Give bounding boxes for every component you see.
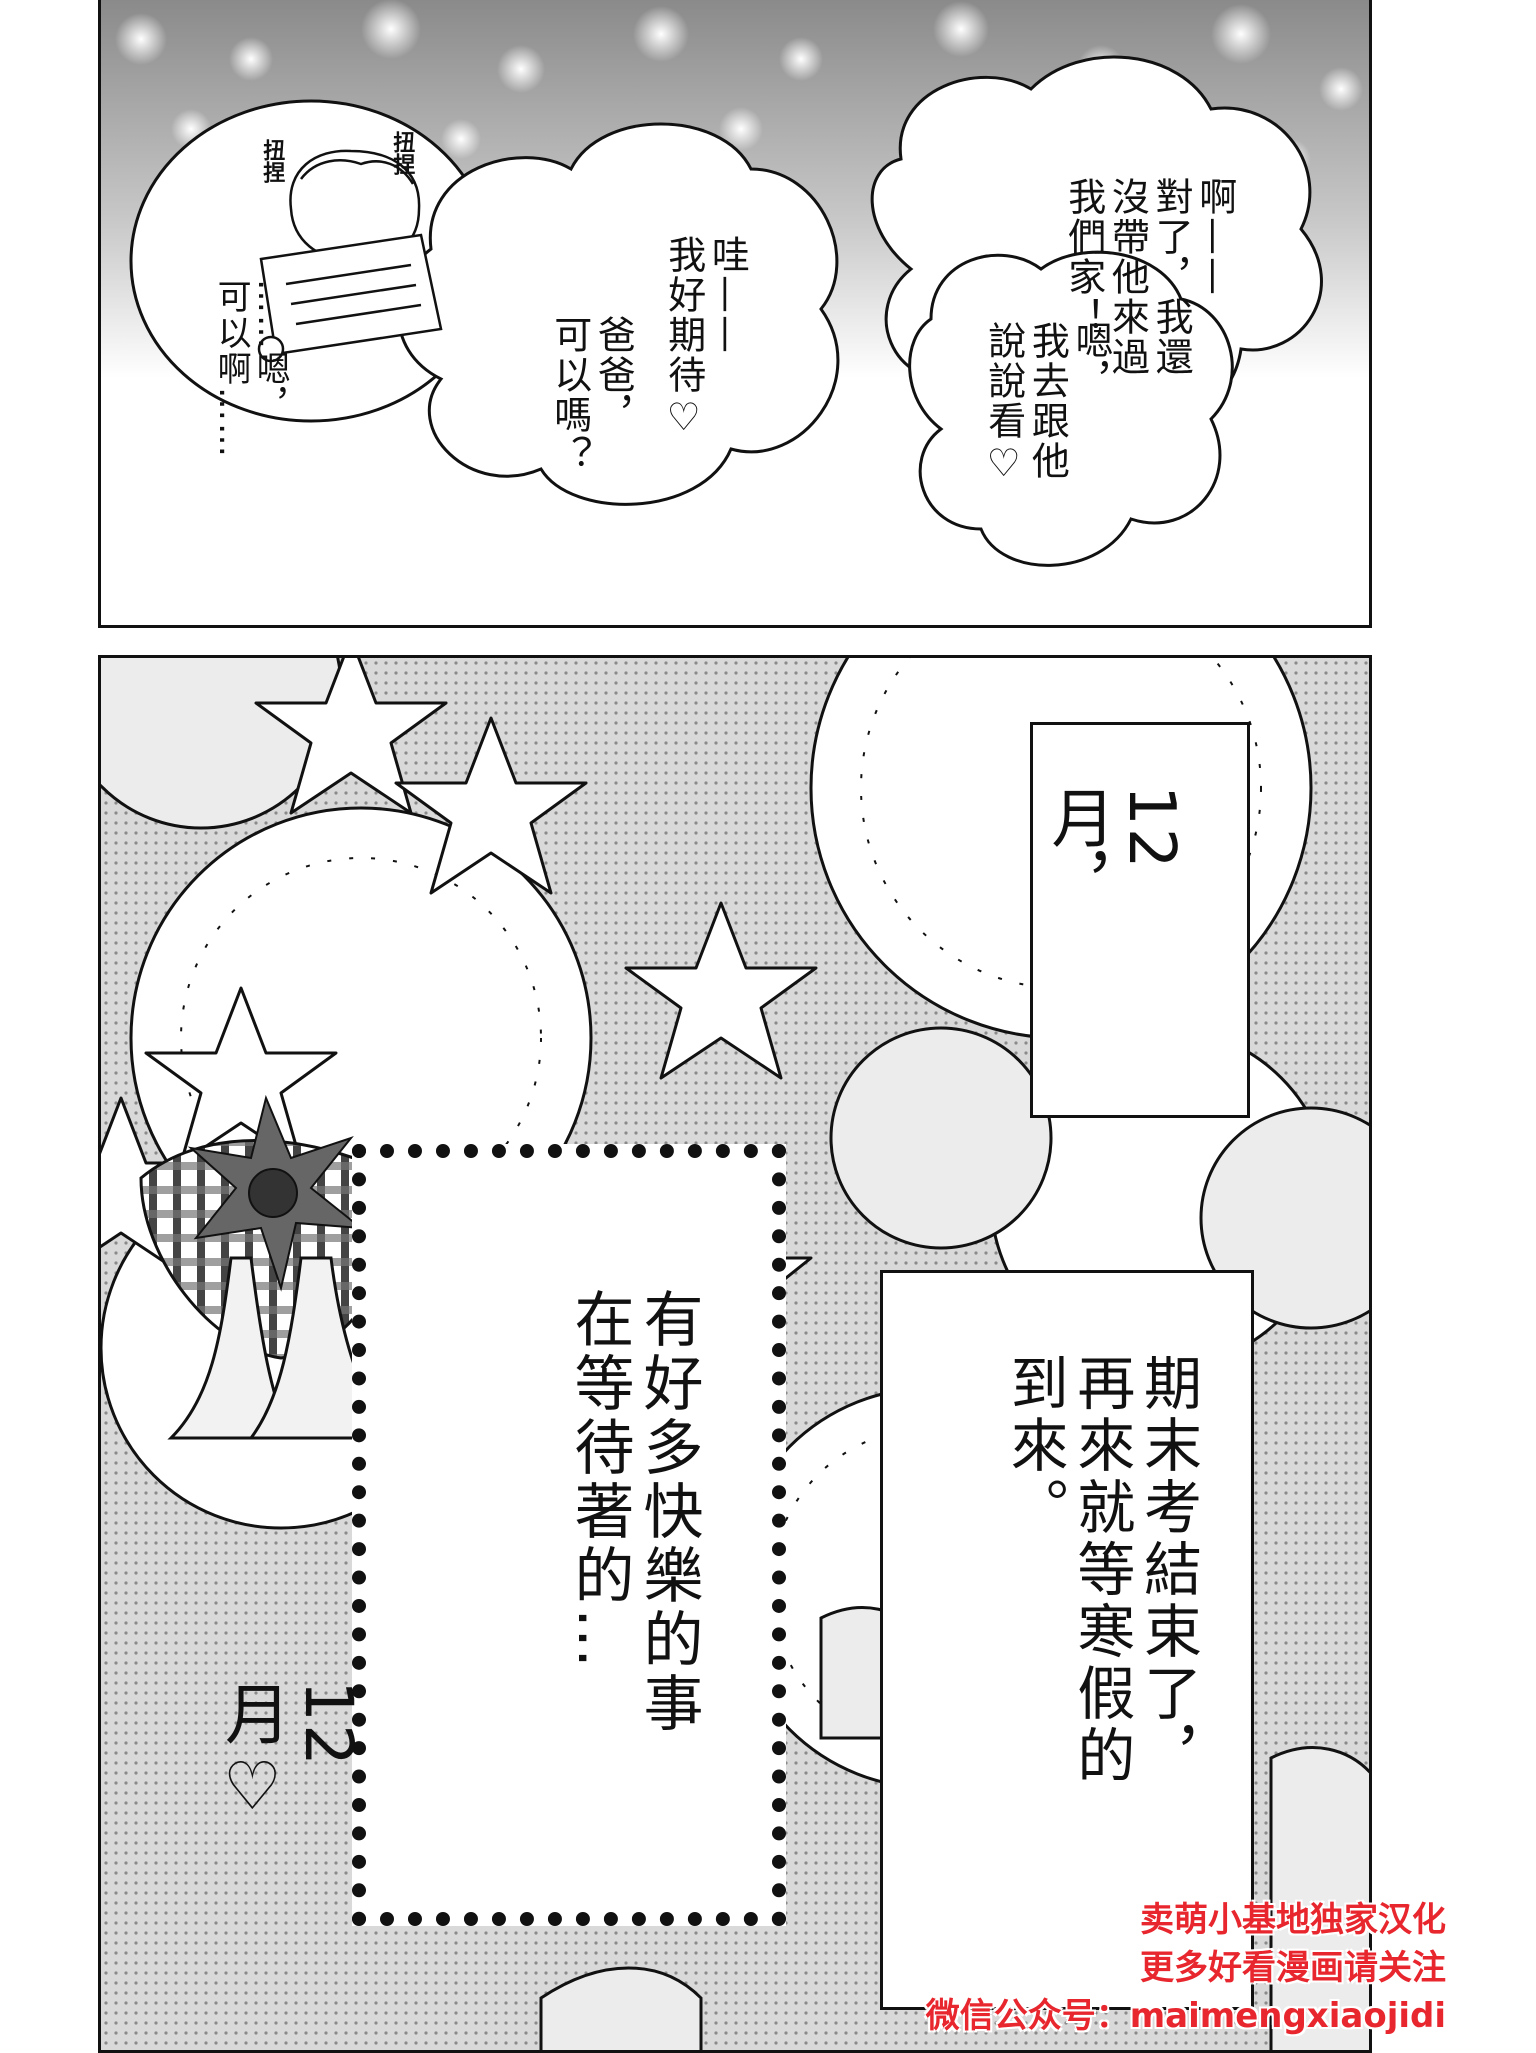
narration-happy-things-text: 有好多快樂的事 在等待著的… — [564, 1288, 703, 1736]
speech-bubble-girl-left — [397, 122, 840, 506]
dialogue-girl-ask-dad: 爸爸， 可以嗎？ — [547, 315, 636, 475]
page-margin-right — [1372, 0, 1536, 2048]
narration-box-finals: 期末考結束了， 再來就等寒假的 到來。 — [880, 1270, 1254, 2010]
dialogue-girl-will-ask: 嗯， 我去跟他 說說看♡ — [981, 321, 1114, 487]
dad-reading-newspaper-illustration — [257, 149, 443, 363]
narration-finals-text: 期末考結束了， 再來就等寒假的 到來。 — [1000, 1353, 1202, 1787]
sfx-fidget-left: 扭捏 — [259, 139, 285, 183]
dialogue-girl-remember: 啊—— 對了，我還 沒帶他來過 我們家！ — [1061, 177, 1237, 377]
top-panel: 扭捏 扭捏 ……嗯， 可以啊…… 哇—— 我好期待♡ 爸爸， 可以嗎？ 啊—— … — [98, 0, 1372, 628]
narration-box-december: 12 月， — [1030, 722, 1250, 1118]
watermark-line-2: 更多好看漫画请关注 — [1140, 1948, 1446, 1988]
dialogue-girl-excited: 哇—— 我好期待♡ — [661, 235, 750, 441]
page-margin-left — [0, 0, 98, 2048]
watermark-line-1: 卖萌小基地独家汉化 — [1140, 1900, 1446, 1940]
narration-box-happy-things: 有好多快樂的事 在等待著的… — [352, 1144, 786, 1926]
narration-december-text: 12 月， — [1040, 785, 1188, 917]
top-panel-art — [101, 0, 1369, 625]
bokeh-lights — [115, 0, 1363, 179]
dialogue-dad: ……嗯， 可以啊…… — [211, 279, 291, 459]
month-heart-text: 12 月♡ — [213, 1680, 367, 1827]
speech-bubble-girl-lower-right — [908, 250, 1234, 567]
sfx-fidget-right: 扭捏 — [389, 131, 415, 175]
watermark-line-3: 微信公众号：maimengxiaojidi — [925, 1996, 1446, 2036]
